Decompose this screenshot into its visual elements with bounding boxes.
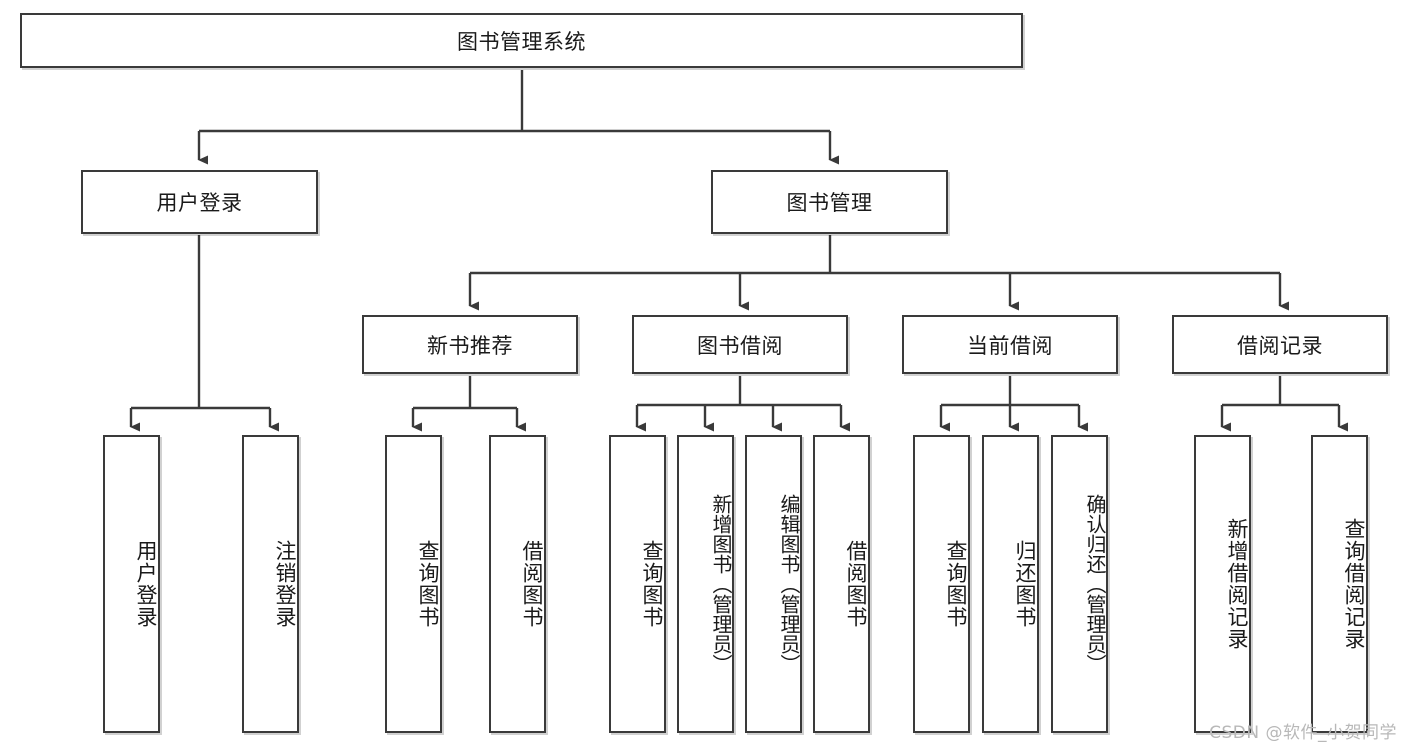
leaf-current-query-book-label: 查询图书 (944, 540, 968, 628)
leaf-current-confirm-return[interactable]: 确认归还（管理员） (1051, 435, 1108, 733)
node-current-borrow[interactable]: 当前借阅 (902, 315, 1118, 374)
leaf-user-login-login[interactable]: 用户登录 (103, 435, 160, 733)
leaf-borrow-query-book-label: 查询图书 (640, 540, 664, 628)
leaf-record-query-record-label: 查询借阅记录 (1342, 518, 1366, 650)
node-new-book-recommend-label: 新书推荐 (427, 333, 513, 358)
node-current-borrow-label: 当前借阅 (967, 333, 1053, 358)
leaf-borrow-borrow-book-label: 借阅图书 (844, 540, 868, 628)
node-user-login[interactable]: 用户登录 (81, 170, 318, 234)
csdn-watermark: CSDN @软件_小贺同学 (1209, 723, 1397, 743)
leaf-record-query-record[interactable]: 查询借阅记录 (1311, 435, 1368, 733)
leaf-recommend-query-book[interactable]: 查询图书 (385, 435, 442, 733)
leaf-current-return-book-label: 归还图书 (1013, 540, 1037, 628)
node-book-management[interactable]: 图书管理 (711, 170, 948, 234)
leaf-current-return-book[interactable]: 归还图书 (982, 435, 1039, 733)
node-root-label: 图书管理系统 (457, 29, 586, 54)
leaf-borrow-add-book-label: 新增图书（管理员） (709, 494, 733, 674)
node-root[interactable]: 图书管理系统 (20, 13, 1023, 68)
leaf-recommend-borrow-book-label: 借阅图书 (520, 540, 544, 628)
node-book-borrow-label: 图书借阅 (697, 333, 783, 358)
leaf-borrow-borrow-book[interactable]: 借阅图书 (813, 435, 870, 733)
leaf-current-confirm-return-label: 确认归还（管理员） (1083, 494, 1107, 674)
node-new-book-recommend[interactable]: 新书推荐 (362, 315, 578, 374)
leaf-record-add-record[interactable]: 新增借阅记录 (1194, 435, 1251, 733)
leaf-current-query-book[interactable]: 查询图书 (913, 435, 970, 733)
leaf-borrow-query-book[interactable]: 查询图书 (609, 435, 666, 733)
node-borrow-record-label: 借阅记录 (1237, 333, 1323, 358)
leaf-record-add-record-label: 新增借阅记录 (1225, 518, 1249, 650)
leaf-borrow-edit-book[interactable]: 编辑图书（管理员） (745, 435, 802, 733)
leaf-borrow-edit-book-label: 编辑图书（管理员） (777, 494, 801, 674)
leaf-user-login-login-label: 用户登录 (134, 540, 158, 628)
leaf-recommend-borrow-book[interactable]: 借阅图书 (489, 435, 546, 733)
leaf-user-login-logout-label: 注销登录 (273, 540, 297, 628)
node-book-management-label: 图书管理 (786, 191, 873, 215)
node-user-login-label: 用户登录 (156, 191, 243, 215)
node-borrow-record[interactable]: 借阅记录 (1172, 315, 1388, 374)
node-book-borrow[interactable]: 图书借阅 (632, 315, 848, 374)
leaf-recommend-query-book-label: 查询图书 (416, 540, 440, 628)
leaf-borrow-add-book[interactable]: 新增图书（管理员） (677, 435, 734, 733)
leaf-user-login-logout[interactable]: 注销登录 (242, 435, 299, 733)
